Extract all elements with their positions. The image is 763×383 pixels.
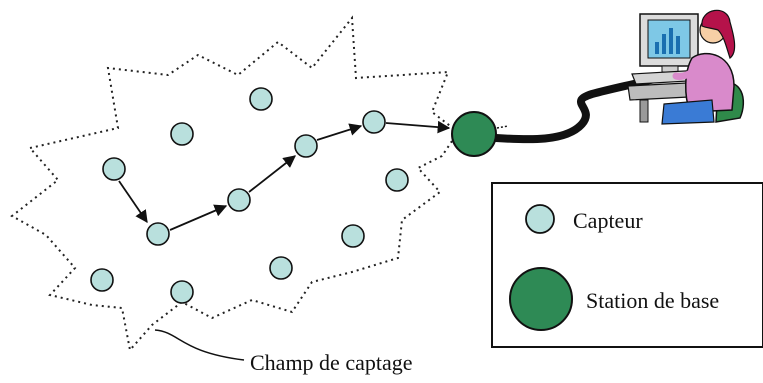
legend: Capteur Station de base	[491, 182, 763, 348]
cable	[492, 72, 670, 144]
sensing-field-boundary	[10, 15, 460, 353]
base-station-icon	[451, 111, 497, 157]
field-label-leader	[154, 329, 245, 361]
sensor-node-icon	[146, 222, 170, 246]
sensor-node-icon	[385, 168, 409, 192]
routing-path	[118, 120, 451, 231]
sensor-node-icon	[102, 157, 126, 181]
route-hop	[248, 155, 296, 193]
legend-base-station-icon	[509, 267, 573, 331]
route-hop	[169, 204, 228, 231]
sensor-node-icon	[362, 110, 386, 134]
route-hop	[316, 123, 363, 141]
legend-base-station-label: Station de base	[586, 288, 719, 313]
sensor-node-icon	[170, 280, 194, 304]
sensor-node-icon	[341, 224, 365, 248]
sensor-nodes	[90, 87, 409, 304]
sensor-node-icon	[249, 87, 273, 111]
sensor-node-icon	[294, 134, 318, 158]
legend-sensor-label: Capteur	[573, 208, 643, 233]
field-label: Champ de captage	[250, 350, 413, 375]
computer-user-icon	[627, 9, 744, 125]
route-hop	[385, 120, 451, 134]
sensor-node-icon	[90, 268, 114, 292]
route-hop	[118, 180, 148, 224]
sensor-node-icon	[227, 188, 251, 212]
sensor-node-icon	[269, 256, 293, 280]
sensor-node-icon	[170, 122, 194, 146]
legend-sensor-icon	[525, 204, 555, 234]
